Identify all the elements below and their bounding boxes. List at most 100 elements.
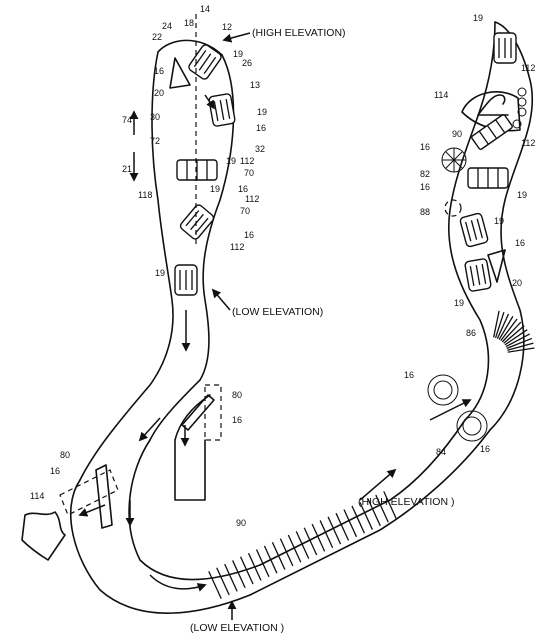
ref-32: 32: [255, 144, 265, 154]
track-slats-bottom: [208, 491, 397, 599]
ref-90a: 90: [236, 518, 246, 528]
ref-90b: 90: [452, 129, 462, 139]
track-slat: [279, 538, 294, 567]
ref-16f: 16: [50, 466, 60, 476]
ref-19c: 19: [226, 156, 236, 166]
track-slat: [383, 491, 397, 519]
ref-112c: 112: [230, 242, 244, 252]
ref-16j: 16: [404, 370, 414, 380]
ref-19h: 19: [494, 216, 504, 226]
ref-20a: 20: [154, 88, 164, 98]
ref-30: 30: [150, 112, 160, 122]
vehicle-top-1: [188, 44, 222, 80]
left-track-inner-edge: [149, 54, 235, 441]
slot-left: [95, 464, 113, 529]
track-slat: [255, 549, 270, 578]
upper-right-platform: [461, 91, 521, 132]
vehicle-right-top: [493, 32, 517, 64]
track-slat: [224, 563, 238, 592]
vehicle-top-2: [208, 93, 236, 127]
ref-16a: 16: [154, 66, 164, 76]
ref-70a: 70: [244, 168, 254, 178]
disc-left: [427, 374, 459, 406]
ref-88: 88: [420, 207, 430, 217]
ref-16e: 16: [232, 415, 242, 425]
track-slat: [493, 310, 500, 338]
ref-118: 118: [138, 190, 152, 200]
caption-low-elevation-bottom: (LOW ELEVATION ): [190, 622, 284, 634]
ref-16d: 16: [244, 230, 254, 240]
ref-18: 18: [184, 18, 194, 28]
right-track-outer: [489, 21, 534, 431]
chute-80-left: [59, 469, 119, 516]
ref-19a: 19: [233, 49, 243, 59]
track-slat: [216, 567, 230, 596]
figure-114-right: [477, 94, 509, 116]
ref-82: 82: [420, 169, 430, 179]
track-slat: [507, 347, 535, 353]
ref-16b: 16: [256, 123, 266, 133]
track-slat: [504, 329, 528, 346]
disc-right: [456, 410, 488, 442]
track-slat: [232, 560, 246, 589]
ref-26: 26: [242, 58, 252, 68]
track-slat: [263, 545, 278, 574]
caption-high-elevation-top: (HIGH ELEVATION): [252, 27, 346, 39]
wheel-82: [441, 147, 467, 173]
vehicle-low: [174, 264, 198, 296]
track-slat: [507, 342, 534, 351]
ref-70b: 70: [240, 206, 250, 216]
ref-19i: 19: [454, 298, 464, 308]
left-track-outer-edge: [79, 51, 174, 481]
ref-16c: 16: [238, 184, 248, 194]
dashed-circle-88: [444, 199, 462, 217]
wedge-top-left: [169, 57, 191, 89]
track-slat: [287, 534, 302, 563]
ref-16g: 16: [420, 142, 430, 152]
figure-114-left: [21, 511, 66, 561]
flow-arrow-7: [429, 399, 472, 421]
pointer-low-mid: [211, 288, 231, 311]
bottom-curve-outer: [69, 429, 491, 614]
track-slat: [503, 325, 525, 344]
flow-arrow-6: [149, 574, 207, 592]
ref-80b: 80: [60, 450, 70, 460]
track-slat: [505, 333, 531, 348]
wedge-right: [487, 249, 506, 283]
track-slat: [335, 512, 350, 541]
track-slat: [327, 516, 342, 545]
track-slat: [208, 571, 222, 599]
ref-22: 22: [152, 32, 162, 42]
track-slat: [239, 556, 254, 585]
vehicle-right-low-1: [459, 212, 489, 248]
ref-112b: 112: [245, 194, 259, 204]
track-slat: [496, 313, 510, 339]
flow-arrow-5: [78, 504, 106, 517]
ref-86: 86: [466, 328, 476, 338]
ref-112e: 112: [521, 138, 535, 148]
track-slat: [295, 531, 310, 559]
ref-16h: 16: [420, 182, 430, 192]
track-slat: [506, 337, 533, 349]
track-slat: [319, 520, 334, 549]
track-slat: [367, 498, 381, 527]
vehicle-right-mid: [467, 167, 509, 189]
ref-19f: 19: [473, 13, 483, 23]
ref-19b: 19: [257, 107, 267, 117]
ref-112a: 112: [240, 156, 254, 166]
ref-13: 13: [250, 80, 260, 90]
track-slat: [501, 321, 522, 343]
pointer-high-top: [222, 32, 251, 43]
ref-14: 14: [200, 4, 210, 14]
ref-19g: 19: [517, 190, 527, 200]
track-slat: [271, 541, 286, 570]
track-slat: [498, 315, 514, 340]
ref-84: 84: [436, 447, 446, 457]
track-slat: [500, 318, 518, 341]
vehicle-right-low-2: [464, 258, 492, 292]
track-slat: [303, 527, 318, 556]
ref-16k: 16: [480, 444, 490, 454]
ref-112d: 112: [521, 63, 535, 73]
track-slat: [375, 494, 389, 523]
